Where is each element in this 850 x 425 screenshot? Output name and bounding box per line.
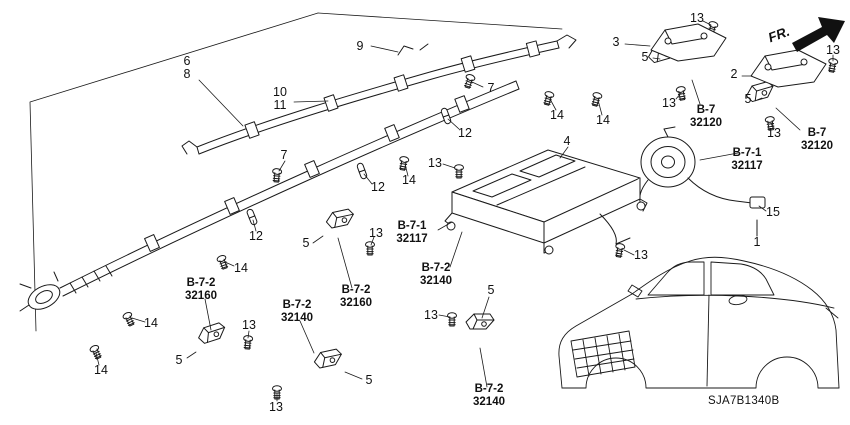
curtain-airbag-rail-upper — [181, 34, 577, 155]
curtain-airbag-rail-lower — [19, 80, 520, 312]
car-body-outline — [558, 256, 840, 389]
rail-clip-icons — [245, 106, 453, 227]
leader-lines — [95, 20, 834, 402]
guide-lines — [29, 12, 563, 332]
srs-unit — [444, 149, 648, 255]
diagram-code: SJA7B1340B — [708, 395, 780, 407]
fr-arrow-icon — [792, 17, 845, 52]
cable-reel — [639, 126, 766, 237]
sensor-bracket-plates — [650, 23, 827, 88]
